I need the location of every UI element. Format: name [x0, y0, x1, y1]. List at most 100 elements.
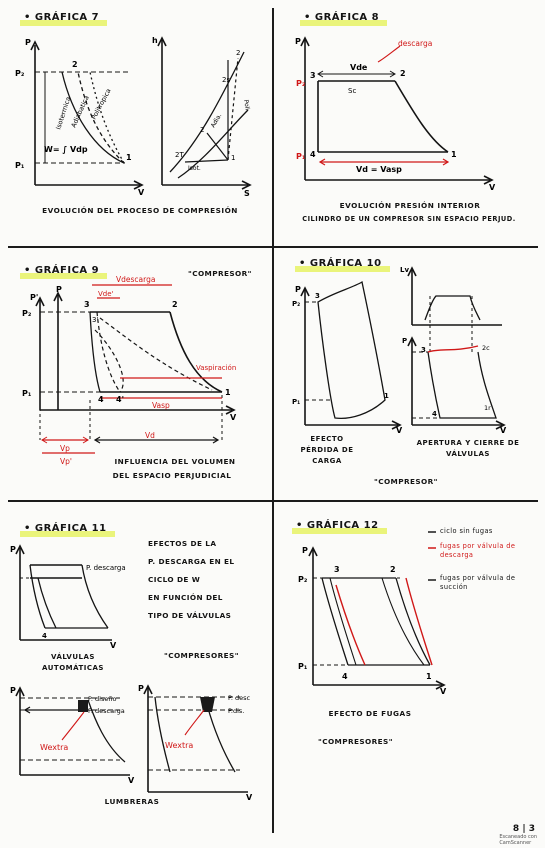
svg-text:Wextra: Wextra — [40, 743, 68, 752]
svg-text:2c: 2c — [482, 344, 490, 352]
svg-text:P': P' — [30, 293, 38, 302]
svg-text:1: 1 — [231, 154, 235, 162]
g11-effects-line5: TIPO DE VÁLVULAS — [148, 611, 232, 620]
svg-text:4: 4 — [42, 632, 47, 640]
svg-text:P. descarga: P. descarga — [88, 707, 125, 715]
svg-text:V: V — [500, 426, 507, 435]
svg-text:P. descarga: P. descarga — [86, 564, 126, 572]
svg-text:Vde: Vde — [350, 63, 368, 72]
svg-text:Vd: Vd — [145, 431, 155, 440]
svg-text:P₁: P₁ — [292, 398, 300, 406]
svg-text:V: V — [230, 413, 237, 422]
g7-adiabatica-curve — [77, 71, 125, 164]
svg-text:Wextra: Wextra — [165, 741, 193, 750]
svg-text:1r: 1r — [484, 404, 491, 412]
svg-text:P₁: P₁ — [298, 662, 308, 671]
grafica-9-caption-1: INFLUENCIA DEL VOLUMEN — [114, 457, 236, 466]
g7-formula: W= ∫ Vdp — [44, 145, 88, 154]
g12-legend-item-1: ciclo sin fugas — [440, 527, 493, 535]
svg-text:P₁: P₁ — [22, 389, 32, 398]
g11-effects-line2: P. DESCARGA EN EL — [148, 557, 235, 566]
g11-valvulas-caption: VÁLVULAS AUTOMÁTICAS — [42, 653, 104, 672]
svg-text:P₂: P₂ — [292, 300, 300, 308]
svg-text:P: P — [138, 684, 144, 693]
svg-text:4: 4 — [310, 150, 316, 159]
svg-text:P: P — [10, 545, 16, 554]
grafica-10-caption-left: EFECTO PÉRDIDA DE CARGA — [300, 435, 354, 465]
svg-text:P₂: P₂ — [298, 575, 308, 584]
svg-text:P₂: P₂ — [22, 309, 32, 318]
grafica-8-caption-1: EVOLUCIÓN PRESIÓN INTERIOR — [339, 201, 481, 210]
divider-row2 — [8, 500, 538, 502]
svg-text:Isot.: Isot. — [188, 165, 201, 172]
svg-text:2: 2 — [236, 49, 240, 57]
grafica-8-caption-2: CILINDRO DE UN COMPRESOR SIN ESPACIO PER… — [302, 215, 516, 223]
svg-text:3: 3 — [315, 292, 320, 300]
svg-text:V: V — [396, 426, 403, 435]
svg-text:1: 1 — [426, 672, 432, 681]
svg-text:P: P — [10, 686, 16, 695]
svg-text:4': 4' — [116, 395, 124, 404]
svg-text:P.dis.: P.dis. — [228, 707, 244, 715]
svg-text:P₁: P₁ — [296, 152, 306, 161]
svg-text:P₂: P₂ — [15, 69, 25, 78]
grafica-10-subtitle: "COMPRESOR" — [374, 477, 438, 486]
svg-text:1: 1 — [384, 392, 389, 400]
svg-text:2s: 2s — [222, 76, 230, 84]
svg-text:Poli.: Poli. — [242, 99, 251, 112]
svg-text:P: P — [302, 546, 308, 555]
svg-text:V: V — [110, 641, 117, 650]
svg-text:2: 2 — [390, 565, 396, 574]
svg-text:3: 3 — [310, 71, 316, 80]
svg-text:3: 3 — [84, 300, 90, 309]
svg-text:2: 2 — [172, 300, 178, 309]
grafica-12-caption: EFECTO DE FUGAS — [328, 709, 412, 718]
svg-text:P. desc: P. desc — [228, 694, 251, 702]
svg-text:descarga: descarga — [398, 39, 432, 48]
svg-text:1: 1 — [225, 388, 231, 397]
svg-text:Vaspiración: Vaspiración — [196, 364, 236, 372]
svg-text:4: 4 — [432, 410, 437, 418]
svg-text:4: 4 — [98, 395, 104, 404]
svg-text:3: 3 — [421, 346, 426, 354]
divider-row1 — [8, 246, 538, 248]
g7-isotermica-curve — [61, 71, 125, 164]
svg-text:h: h — [152, 36, 158, 45]
svg-text:Vp': Vp' — [60, 457, 72, 466]
svg-text:V: V — [138, 188, 145, 197]
svg-text:2: 2 — [200, 126, 204, 134]
g7-politropica-curve — [89, 71, 125, 164]
svg-text:P₁: P₁ — [15, 161, 25, 170]
svg-text:3: 3 — [334, 565, 340, 574]
svg-text:2T: 2T — [175, 151, 184, 159]
svg-text:S: S — [244, 189, 250, 198]
svg-text:4: 4 — [342, 672, 348, 681]
svg-text:Sc: Sc — [348, 87, 356, 95]
svg-text:Vasp: Vasp — [152, 401, 170, 410]
g7-lbl-p: P — [25, 38, 31, 47]
svg-text:Vdescarga: Vdescarga — [116, 275, 155, 284]
svg-text:P: P — [295, 37, 301, 46]
grafica-10-caption-right: APERTURA Y CIERRE DE VÁLVULAS — [416, 439, 520, 458]
svg-text:1: 1 — [126, 153, 132, 162]
g11-effects-line3: CICLO DE W — [148, 575, 201, 584]
vertical-divider — [272, 8, 274, 833]
g11-lumbreras-caption: LUMBRERAS — [104, 797, 160, 806]
svg-text:Vde': Vde' — [98, 290, 114, 298]
svg-text:V: V — [440, 687, 447, 696]
svg-text:2: 2 — [72, 60, 78, 69]
svg-text:V: V — [246, 793, 253, 802]
svg-text:P: P — [402, 337, 407, 345]
svg-text:P: P — [56, 285, 62, 294]
scanner-stamp: Escaneado con CamScanner — [499, 834, 537, 846]
grafica-9-caption-2: DEL ESPACIO PERJUDICIAL — [112, 471, 232, 480]
svg-text:Lv: Lv — [400, 266, 409, 274]
svg-text:2: 2 — [400, 69, 406, 78]
svg-text:V: V — [128, 776, 135, 785]
